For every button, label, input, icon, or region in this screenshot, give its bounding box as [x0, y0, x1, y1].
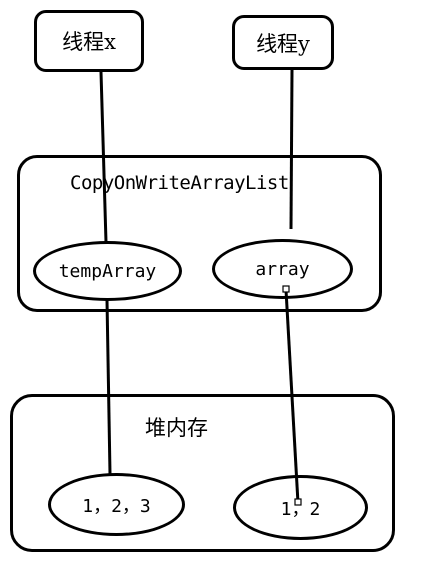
heap-array-old: 1，2，3 — [48, 473, 185, 536]
temparray-label: tempArray — [58, 260, 157, 282]
thread-x-box: 线程x — [34, 10, 144, 72]
array-reference: array — [212, 239, 353, 299]
heap-port-marker — [294, 498, 302, 506]
heap-array-old-label: 1，2，3 — [82, 495, 151, 517]
heap-array-new-label: 1，2 — [280, 498, 321, 520]
temparray-reference: tempArray — [33, 241, 182, 301]
thread-y-box: 线程y — [232, 15, 334, 70]
array-port-marker — [282, 285, 290, 293]
array-label: array — [255, 258, 310, 280]
array-to-heap-connector — [284, 289, 300, 504]
temparray-to-heap-connector — [105, 299, 112, 475]
thread-x-label: 线程x — [62, 30, 116, 54]
copyonwritearraylist-title: CopyOnWriteArrayList — [70, 172, 289, 194]
thread-y-to-array-connector — [289, 69, 294, 230]
heap-memory-title: 堆内存 — [145, 416, 208, 440]
thread-x-to-temparray-connector — [99, 71, 108, 243]
heap-array-new: 1，2 — [233, 475, 368, 540]
thread-y-label: 线程y — [256, 31, 310, 56]
